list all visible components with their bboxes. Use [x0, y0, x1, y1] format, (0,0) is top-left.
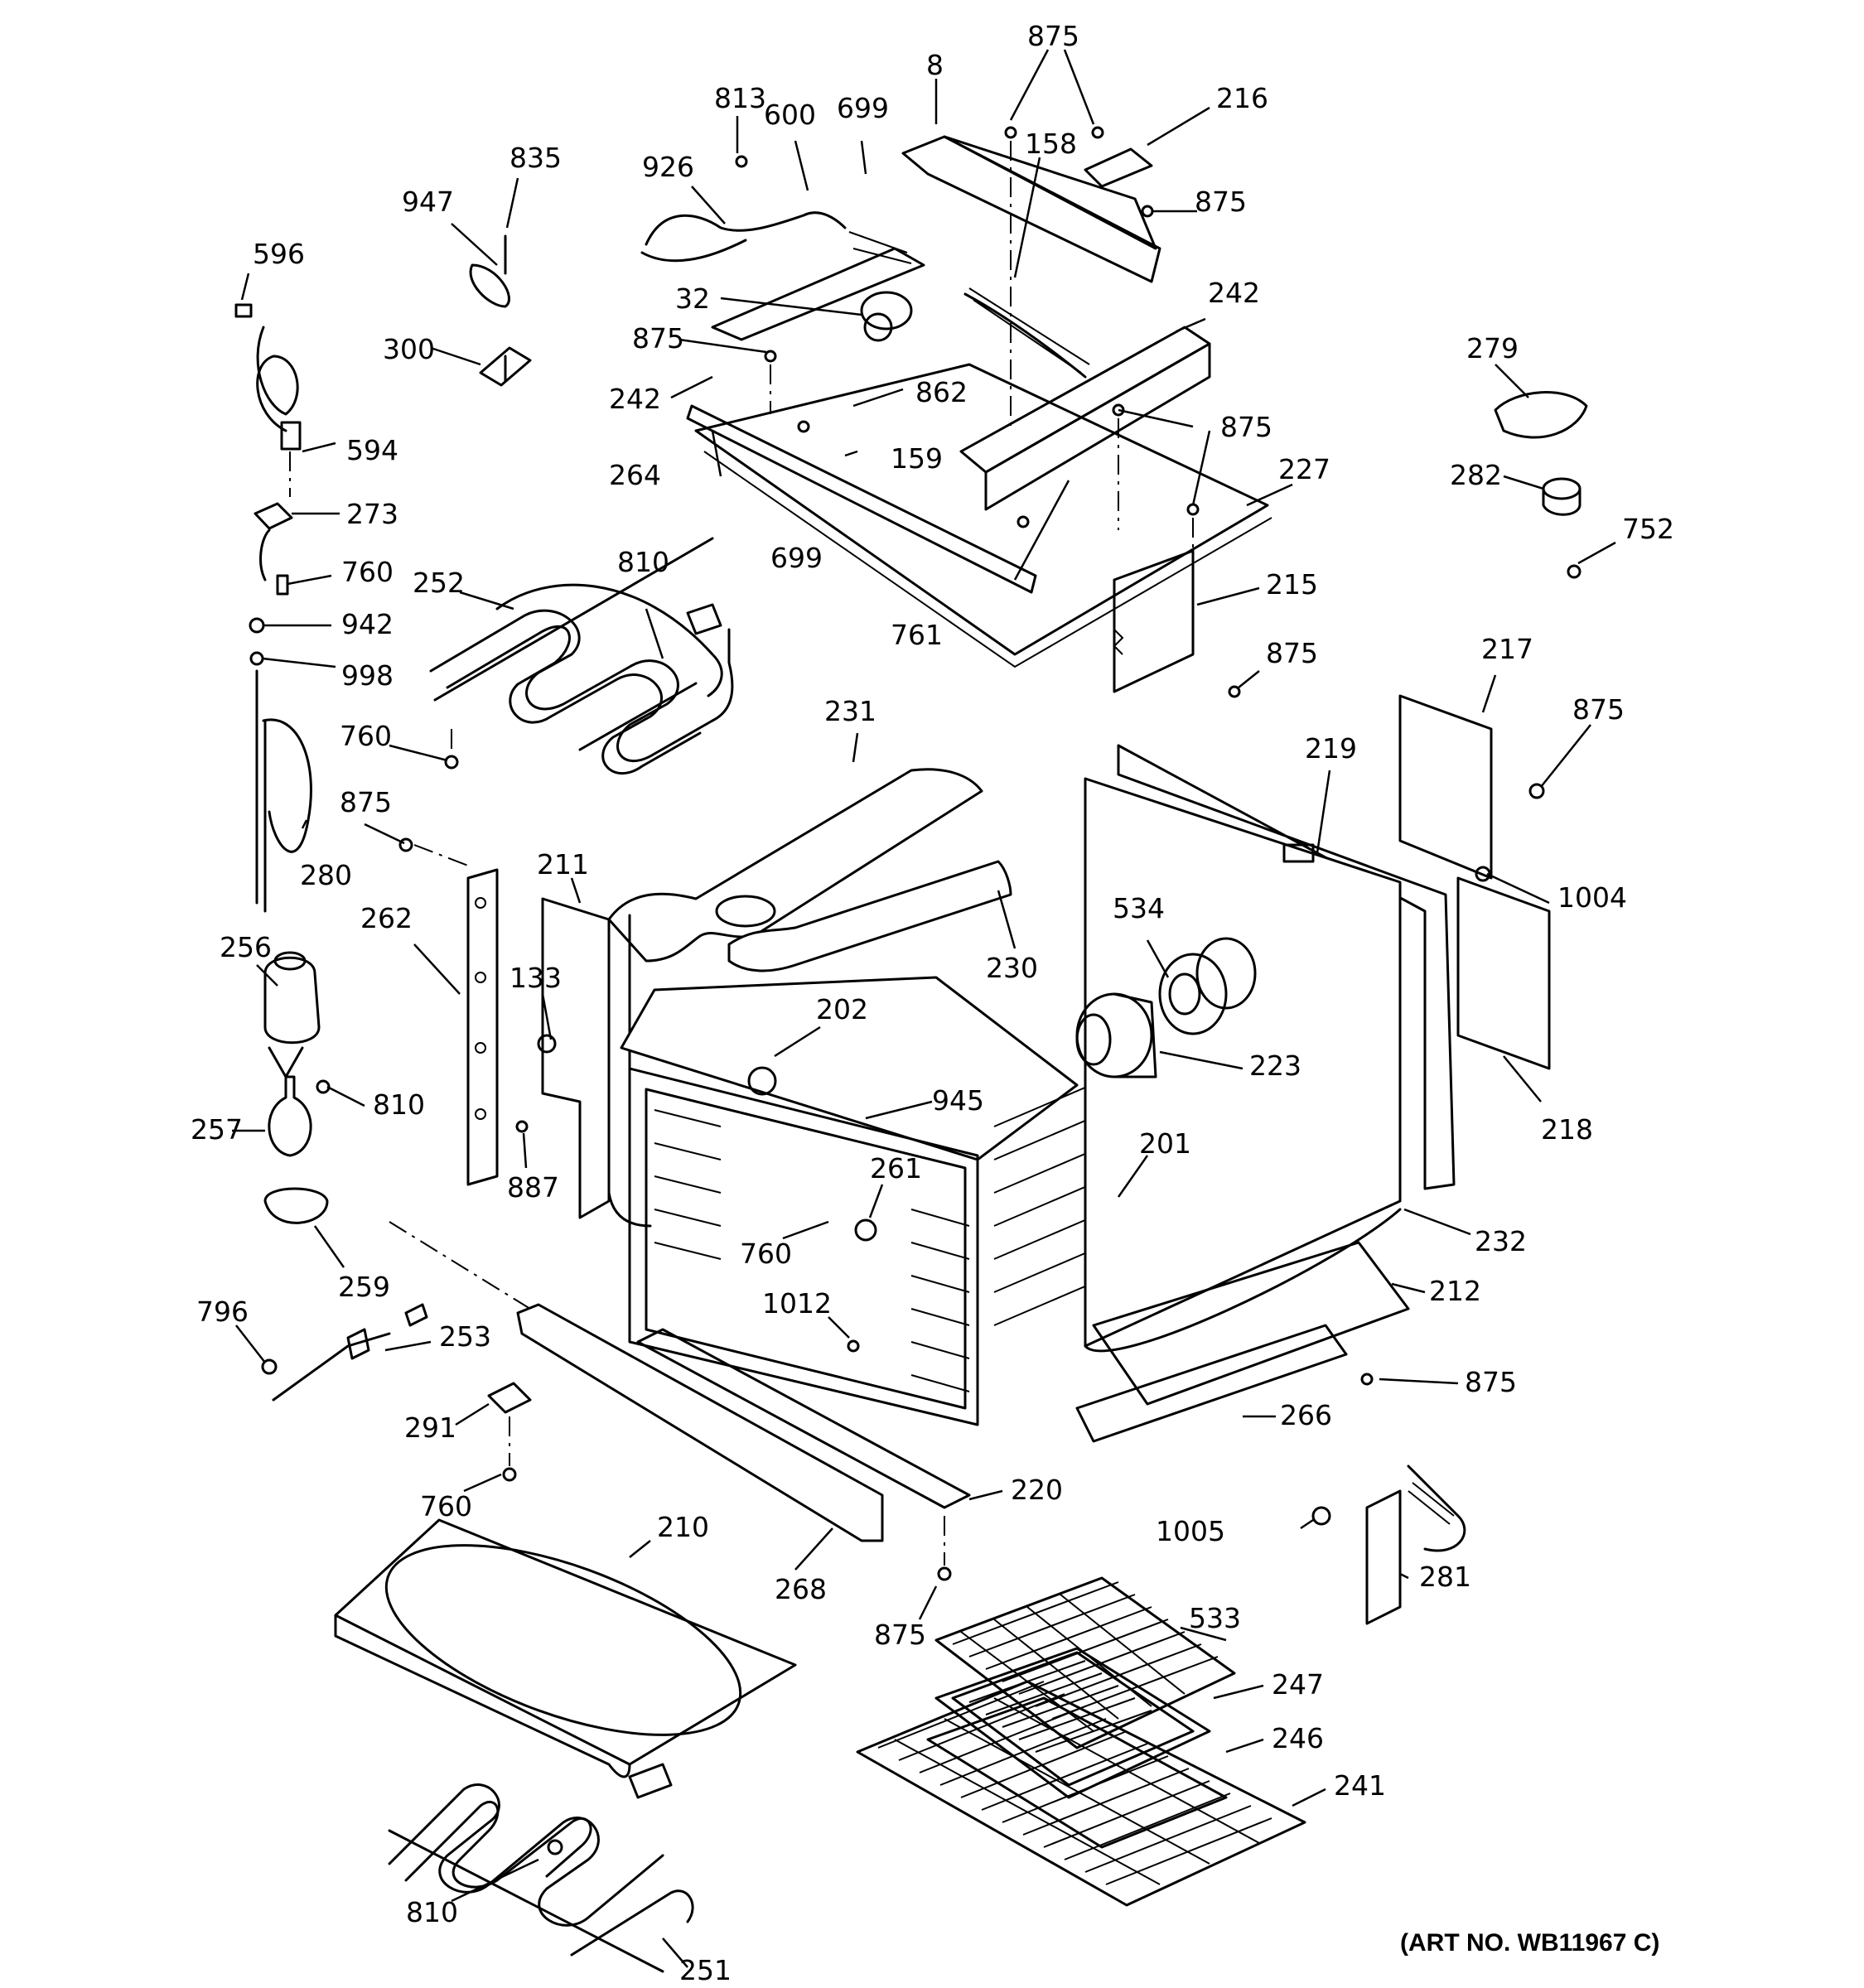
art-number: (ART NO. WB11967 C) [1400, 1929, 1659, 1957]
callout-label: 699 [837, 92, 889, 124]
callout-label: 230 [986, 952, 1038, 984]
leader-lines [232, 49, 1616, 1968]
callout-label: 1004 [1557, 881, 1627, 914]
left-parts-column [234, 234, 532, 1224]
callout-label: 223 [1249, 1049, 1301, 1082]
callout-label: 279 [1466, 332, 1519, 364]
callout-label: 600 [764, 99, 816, 131]
callout-label: 947 [402, 186, 454, 218]
callout-labels: 875 8 216 813 600 699 158 926 875 835 94… [191, 20, 1674, 1986]
callout-label: 534 [1113, 892, 1165, 924]
callout-label: 796 [196, 1296, 249, 1328]
callout-label: 887 [507, 1171, 559, 1204]
callout-label: 218 [1541, 1113, 1593, 1146]
callout-label: 875 [632, 322, 684, 355]
callout-label: 998 [341, 659, 394, 692]
callout-label: 875 [1220, 411, 1272, 443]
insulation-panels [607, 768, 1012, 972]
callout-label: 211 [537, 848, 589, 881]
callout-label: 810 [373, 1088, 425, 1121]
callout-label: 247 [1272, 1668, 1324, 1701]
callout-label: 242 [609, 383, 661, 415]
callout-label: 158 [1025, 128, 1077, 160]
callout-label: 813 [714, 82, 766, 114]
callout-label: 219 [1305, 732, 1357, 765]
back-panel-assembly [1075, 694, 1551, 1353]
oven-cavity [607, 914, 1128, 1426]
top-frame-assembly [640, 126, 1272, 698]
callout-label: 217 [1481, 633, 1533, 665]
callout-label: 231 [824, 695, 876, 727]
left-front-parts [261, 837, 611, 1482]
callout-label: 760 [341, 556, 394, 588]
callout-label: 220 [1011, 1474, 1063, 1506]
callout-label: 242 [1208, 277, 1260, 309]
callout-label: 262 [360, 902, 413, 934]
callout-label: 215 [1266, 568, 1318, 601]
callout-label: 202 [816, 993, 868, 1025]
callout-label: 875 [1465, 1366, 1517, 1398]
callout-label: 1005 [1156, 1515, 1225, 1547]
callout-label: 594 [346, 434, 398, 466]
callout-label: 133 [509, 962, 562, 994]
rack-guides [654, 1076, 1111, 1392]
callout-label: 253 [439, 1320, 491, 1353]
callout-label: 875 [874, 1619, 926, 1651]
callout-label: 533 [1189, 1602, 1241, 1634]
bake-element [388, 1763, 694, 1973]
callout-label: 32 [675, 282, 710, 315]
callout-label: 1012 [762, 1287, 832, 1320]
callout-label: 280 [300, 859, 352, 891]
callout-label: 264 [609, 459, 661, 491]
callout-label: 835 [509, 142, 562, 174]
callout-label: 159 [891, 442, 943, 475]
callout-label: 261 [870, 1152, 922, 1185]
callout-label: 268 [775, 1573, 827, 1605]
callout-label: 862 [915, 376, 968, 408]
bottom-trim [516, 1241, 1410, 1581]
callout-label: 8 [926, 49, 944, 81]
callout-label: 810 [406, 1896, 458, 1928]
callout-label: 241 [1334, 1769, 1386, 1802]
callout-label: 291 [404, 1411, 456, 1444]
callout-label: 273 [346, 498, 398, 530]
callout-label: 216 [1216, 82, 1268, 114]
callout-label: 251 [679, 1954, 732, 1986]
callout-label: 201 [1139, 1127, 1191, 1160]
callout-label: 257 [191, 1113, 243, 1146]
callout-label: 760 [420, 1490, 472, 1522]
callout-label: 699 [770, 542, 823, 574]
callout-label: 300 [383, 333, 435, 365]
callout-label: 810 [617, 546, 669, 578]
callout-label: 760 [740, 1238, 792, 1270]
callout-label: 259 [338, 1271, 390, 1303]
callout-label: 232 [1475, 1225, 1527, 1257]
broil-element [429, 537, 734, 775]
oven-racks [856, 1576, 1306, 1907]
callout-label: 761 [891, 619, 943, 651]
callout-label: 875 [1266, 637, 1318, 669]
callout-label: 282 [1450, 459, 1502, 491]
callout-label: 246 [1272, 1722, 1324, 1754]
callout-label: 281 [1419, 1561, 1471, 1593]
callout-label: 942 [341, 608, 394, 640]
callout-label: 875 [1572, 693, 1625, 726]
callout-label: 256 [220, 931, 272, 963]
callout-label: 926 [642, 151, 694, 183]
callout-label: 252 [413, 567, 465, 599]
callout-label: 752 [1622, 513, 1674, 545]
bottom-panel [334, 1518, 797, 1778]
callout-label: 266 [1280, 1399, 1332, 1431]
callout-label: 875 [1027, 20, 1079, 52]
callout-label: 212 [1429, 1275, 1481, 1307]
callout-label: 945 [932, 1084, 984, 1117]
callout-label: 210 [657, 1511, 709, 1543]
callout-label: 875 [340, 786, 392, 818]
callout-label: 875 [1195, 186, 1247, 218]
callout-label: 760 [340, 720, 392, 752]
callout-label: 227 [1278, 453, 1330, 485]
callout-label: 596 [253, 238, 305, 270]
right-small-parts [1311, 391, 1588, 1625]
